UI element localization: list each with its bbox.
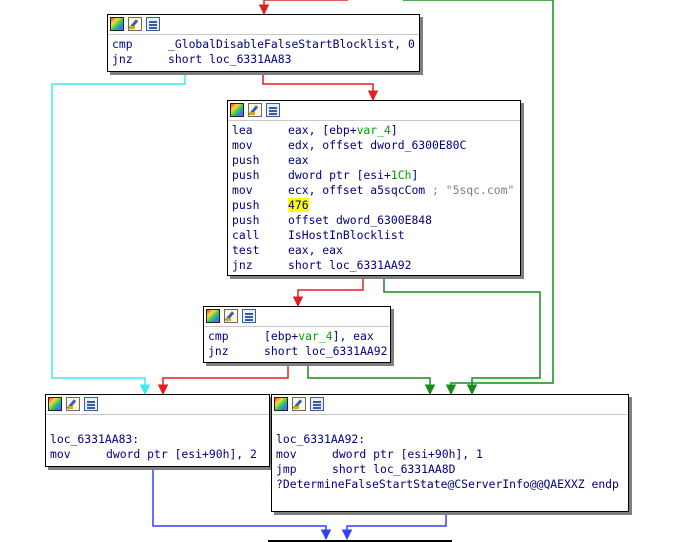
rename-icon[interactable]: [292, 397, 306, 411]
graph-node-check-global[interactable]: cmp_GlobalDisableFalseStartBlocklist, 0 …: [107, 14, 420, 72]
color-palette-icon[interactable]: [110, 17, 124, 31]
edge-green-long: [403, 0, 554, 396]
edge-n4-out: [152, 467, 332, 541]
edge-n1-n4: [51, 72, 186, 396]
group-nodes-icon[interactable]: [146, 17, 160, 31]
rename-icon[interactable]: [128, 17, 142, 31]
asm-comment: ; "5sqc.com": [432, 183, 515, 197]
rename-icon[interactable]: [224, 309, 238, 323]
rename-icon[interactable]: [248, 103, 262, 117]
node-header: [272, 395, 628, 415]
color-palette-icon[interactable]: [230, 103, 244, 117]
color-palette-icon[interactable]: [206, 309, 220, 323]
highlighted-constant: 476: [288, 198, 309, 212]
blank-line: [50, 417, 265, 432]
group-nodes-icon[interactable]: [310, 397, 324, 411]
edge-n5-out: [341, 512, 447, 541]
edge-n3-n5: [307, 362, 436, 396]
group-nodes-icon[interactable]: [84, 397, 98, 411]
code-label: loc_6331AA92:: [276, 432, 366, 446]
node-header: [108, 15, 419, 35]
edge-n3-n4: [157, 362, 289, 396]
color-palette-icon[interactable]: [274, 397, 288, 411]
rename-icon[interactable]: [66, 397, 80, 411]
edge-n2-n5: [383, 276, 541, 396]
node-header: [204, 307, 390, 327]
node-header: [46, 395, 269, 415]
group-nodes-icon[interactable]: [242, 309, 256, 323]
asm-line: cmp_GlobalDisableFalseStartBlocklist, 0: [112, 37, 415, 51]
group-nodes-icon[interactable]: [266, 103, 280, 117]
code-label: loc_6331AA83:: [50, 432, 140, 446]
edge-n2-n3: [292, 276, 364, 308]
asm-line: cmp[ebp+var_4], eax: [208, 329, 374, 343]
function-end-label: ?DetermineFalseStartState@CServerInfo@@Q…: [276, 477, 619, 491]
color-palette-icon[interactable]: [48, 397, 62, 411]
edge-n1-n2: [262, 72, 379, 102]
blank-line: [276, 417, 624, 432]
node-header: [228, 101, 520, 121]
